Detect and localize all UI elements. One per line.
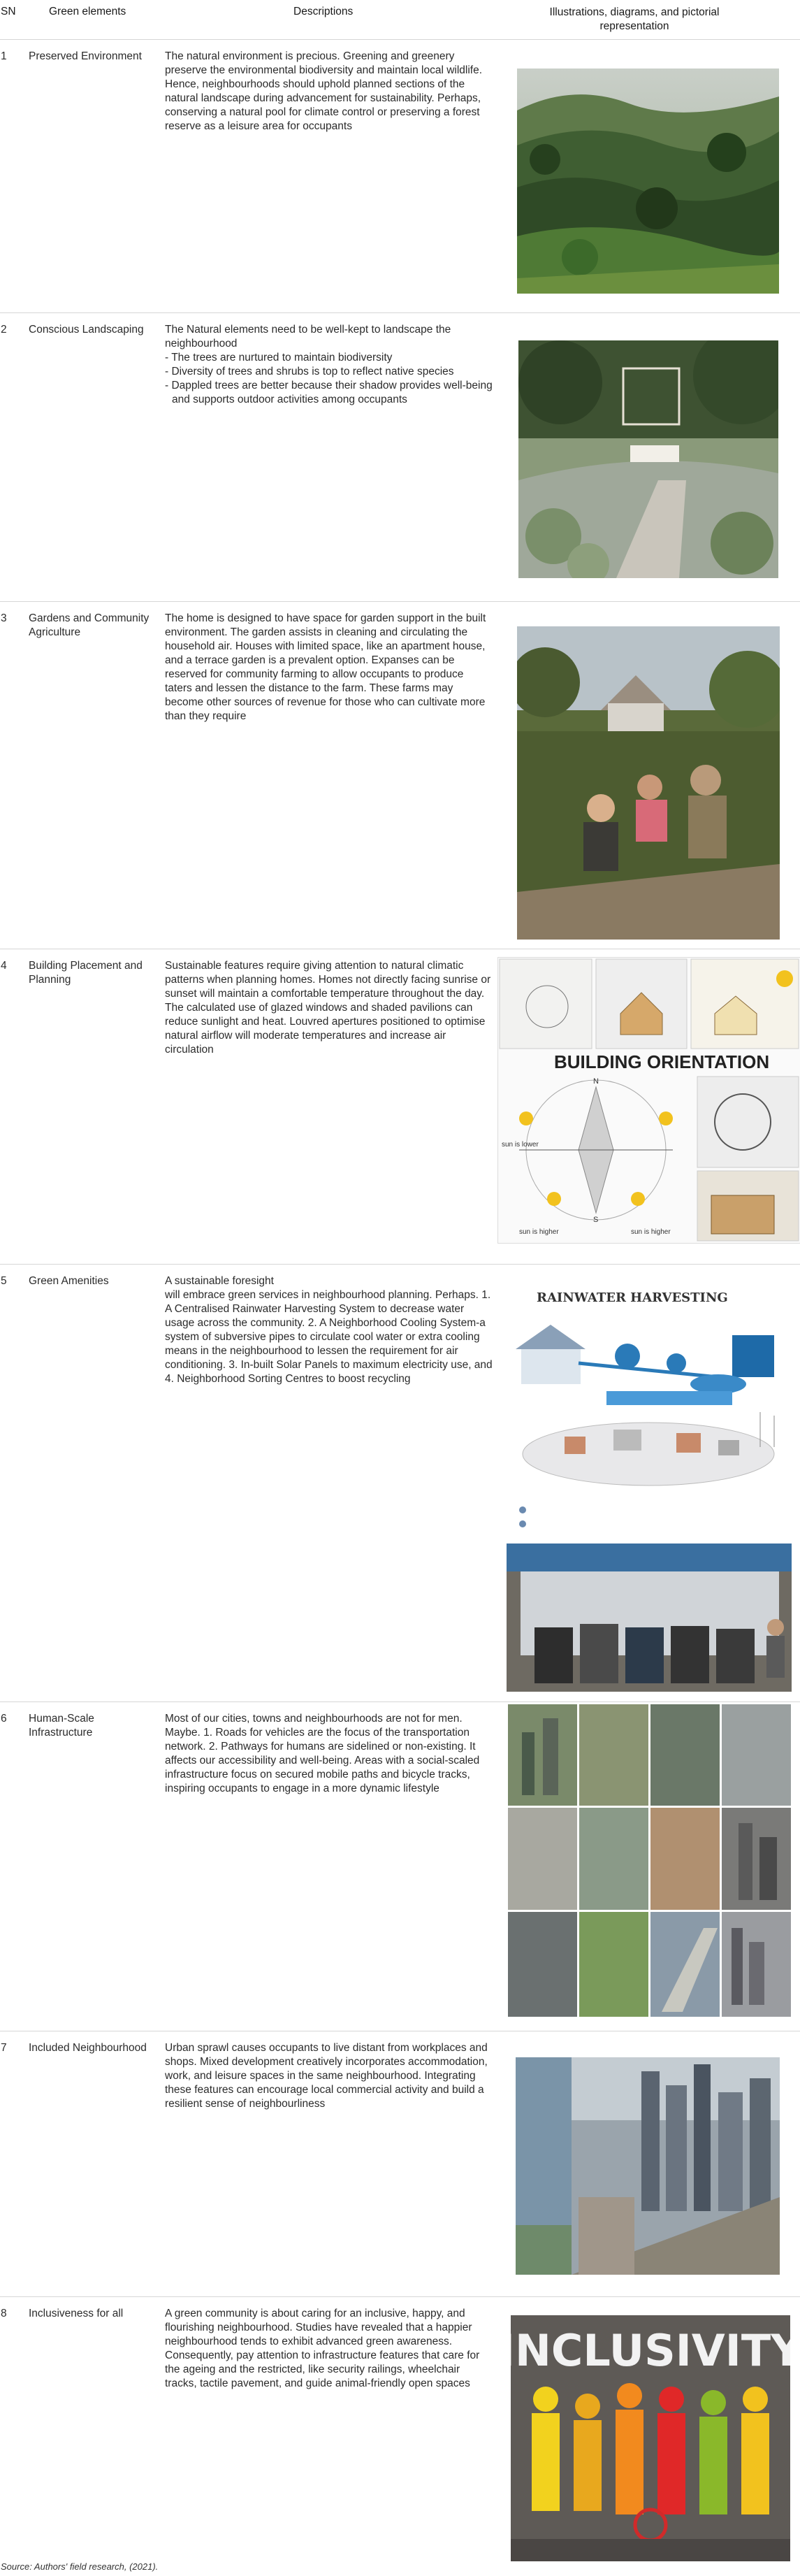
mixed-neighbourhood-photo: [516, 2057, 780, 2275]
table-row: 5 Green Amenities A sustainable foresigh…: [0, 1265, 800, 1702]
rainwater-harvesting-diagram: RAINWATER HARVESTING: [509, 1286, 792, 1538]
row-description: A green community is about caring for an…: [165, 2308, 480, 2389]
row-description: Most of our cities, towns and neighbourh…: [165, 1713, 480, 1794]
table-row: 4 Building Placement and Planning Sustai…: [0, 949, 800, 1265]
row-description: A sustainable foresight will embrace gre…: [165, 1275, 493, 1385]
building-orientation-diagram: BUILDING ORIENTATION sun is lower sun is…: [497, 957, 800, 1244]
row-description: The Natural elements need to be well-kep…: [165, 324, 493, 405]
row-element: Conscious Landscaping: [29, 324, 144, 336]
recycling-centre-photo: [507, 1544, 792, 1692]
source-note: Source: Authors' field research, (2021).: [1, 2561, 159, 2572]
table-row: 8 Inclusiveness for all A green communit…: [0, 2297, 800, 2561]
south-label: S: [593, 1216, 598, 1224]
row-description: The home is designed to have space for g…: [165, 612, 486, 722]
row-element: Gardens and Community Agriculture: [29, 612, 150, 638]
landscaped-garden-photo: [518, 340, 778, 578]
table-row: 3 Gardens and Community Agriculture The …: [0, 602, 800, 949]
table-row: 1 Preserved Environment The natural envi…: [0, 40, 800, 313]
row-sn: 8: [1, 2308, 7, 2319]
row-element: Inclusiveness for all: [29, 2308, 124, 2319]
row-sn: 4: [1, 960, 7, 972]
row-sn: 7: [1, 2042, 7, 2054]
header-description: Descriptions: [293, 6, 354, 17]
row-description: Sustainable features require giving atte…: [165, 960, 491, 1056]
row-sn: 1: [1, 50, 7, 62]
infrastructure-photo-grid: [508, 1704, 791, 2017]
sun-higher-label: sun is higher: [519, 1228, 559, 1236]
community-garden-photo: [517, 626, 780, 940]
row-description: The natural environment is precious. Gre…: [165, 50, 483, 132]
row-element: Human-Scale Infrastructure: [29, 1713, 94, 1739]
row-element: Included Neighbourhood: [29, 2042, 147, 2054]
table-row: 6 Human-Scale Infrastructure Most of our…: [0, 1702, 800, 2031]
inclusivity-title: INCLUSIVITY: [511, 2325, 790, 2376]
sun-higher-label-2: sun is higher: [631, 1228, 671, 1236]
inclusivity-illustration: INCLUSIVITY: [511, 2315, 790, 2561]
header-sn: SN: [1, 6, 16, 17]
row-description: Urban sprawl causes occupants to live di…: [165, 2042, 488, 2110]
row-element: Building Placement and Planning: [29, 960, 143, 986]
table-row: 7 Included Neighbourhood Urban sprawl ca…: [0, 2031, 800, 2297]
header-illustration: Illustrations, diagrams, and pictorial r…: [549, 6, 720, 32]
sun-lower-label: sun is lower: [502, 1141, 539, 1149]
row-sn: 2: [1, 324, 7, 336]
table-row: 2 Conscious Landscaping The Natural elem…: [0, 313, 800, 602]
row-element: Preserved Environment: [29, 50, 142, 62]
diagram-title: BUILDING ORIENTATION: [554, 1051, 769, 1072]
row-sn: 6: [1, 1713, 7, 1725]
row-element: Green Amenities: [29, 1275, 109, 1287]
forest-landscape-photo: [517, 69, 779, 294]
header-element: Green elements: [49, 6, 126, 17]
row-sn: 5: [1, 1275, 7, 1287]
north-label: N: [593, 1077, 599, 1086]
row-sn: 3: [1, 612, 7, 624]
table-header: SN Green elements Descriptions Illustrat…: [0, 0, 800, 40]
rainwater-title: RAINWATER HARVESTING: [537, 1290, 728, 1305]
